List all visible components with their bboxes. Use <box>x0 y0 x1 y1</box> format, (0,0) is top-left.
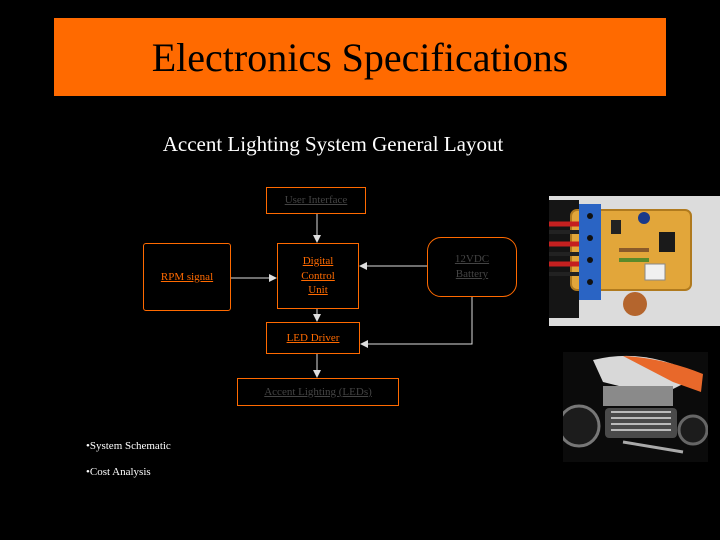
rpm-signal-box: RPM signal <box>143 243 231 311</box>
rpm-signal-label: RPM signal <box>160 270 214 283</box>
title-bar: Electronics Specifications <box>54 18 666 96</box>
motorcycle-engine-image <box>563 352 708 462</box>
bullet-cost-analysis[interactable]: •Cost Analysis <box>86 466 151 478</box>
battery-box: 12VDC Battery <box>427 237 517 297</box>
dcu-label-line3: Unit <box>308 284 328 297</box>
user-interface-label: User Interface <box>284 194 348 207</box>
bullet-system-schematic[interactable]: •System Schematic <box>86 440 171 452</box>
led-driver-label: LED Driver <box>286 331 340 344</box>
slide-subtitle: Accent Lighting System General Layout <box>162 132 504 156</box>
dcu-label-line1: Digital <box>302 254 334 267</box>
circuit-board-photo <box>549 196 720 326</box>
battery-label-line1: 12VDC <box>454 253 490 266</box>
battery-label-line2: Battery <box>455 268 489 280</box>
dcu-label-line2: Control <box>301 269 335 282</box>
slide-title: Electronics Specifications <box>151 34 569 80</box>
accent-lighting-label: Accent Lighting (LEDs) <box>264 385 372 398</box>
user-interface-box: User Interface <box>266 187 366 214</box>
motorcycle-engine-photo <box>563 352 708 462</box>
bullet-list: •System Schematic •Cost Analysis <box>86 440 171 492</box>
accent-lighting-box: Accent Lighting (LEDs) <box>237 378 399 406</box>
digital-control-unit-box: Digital Control Unit <box>277 243 359 309</box>
circuit-board-image <box>549 196 720 326</box>
arrow-battery-to-led <box>360 297 473 348</box>
led-driver-box: LED Driver <box>266 322 360 354</box>
